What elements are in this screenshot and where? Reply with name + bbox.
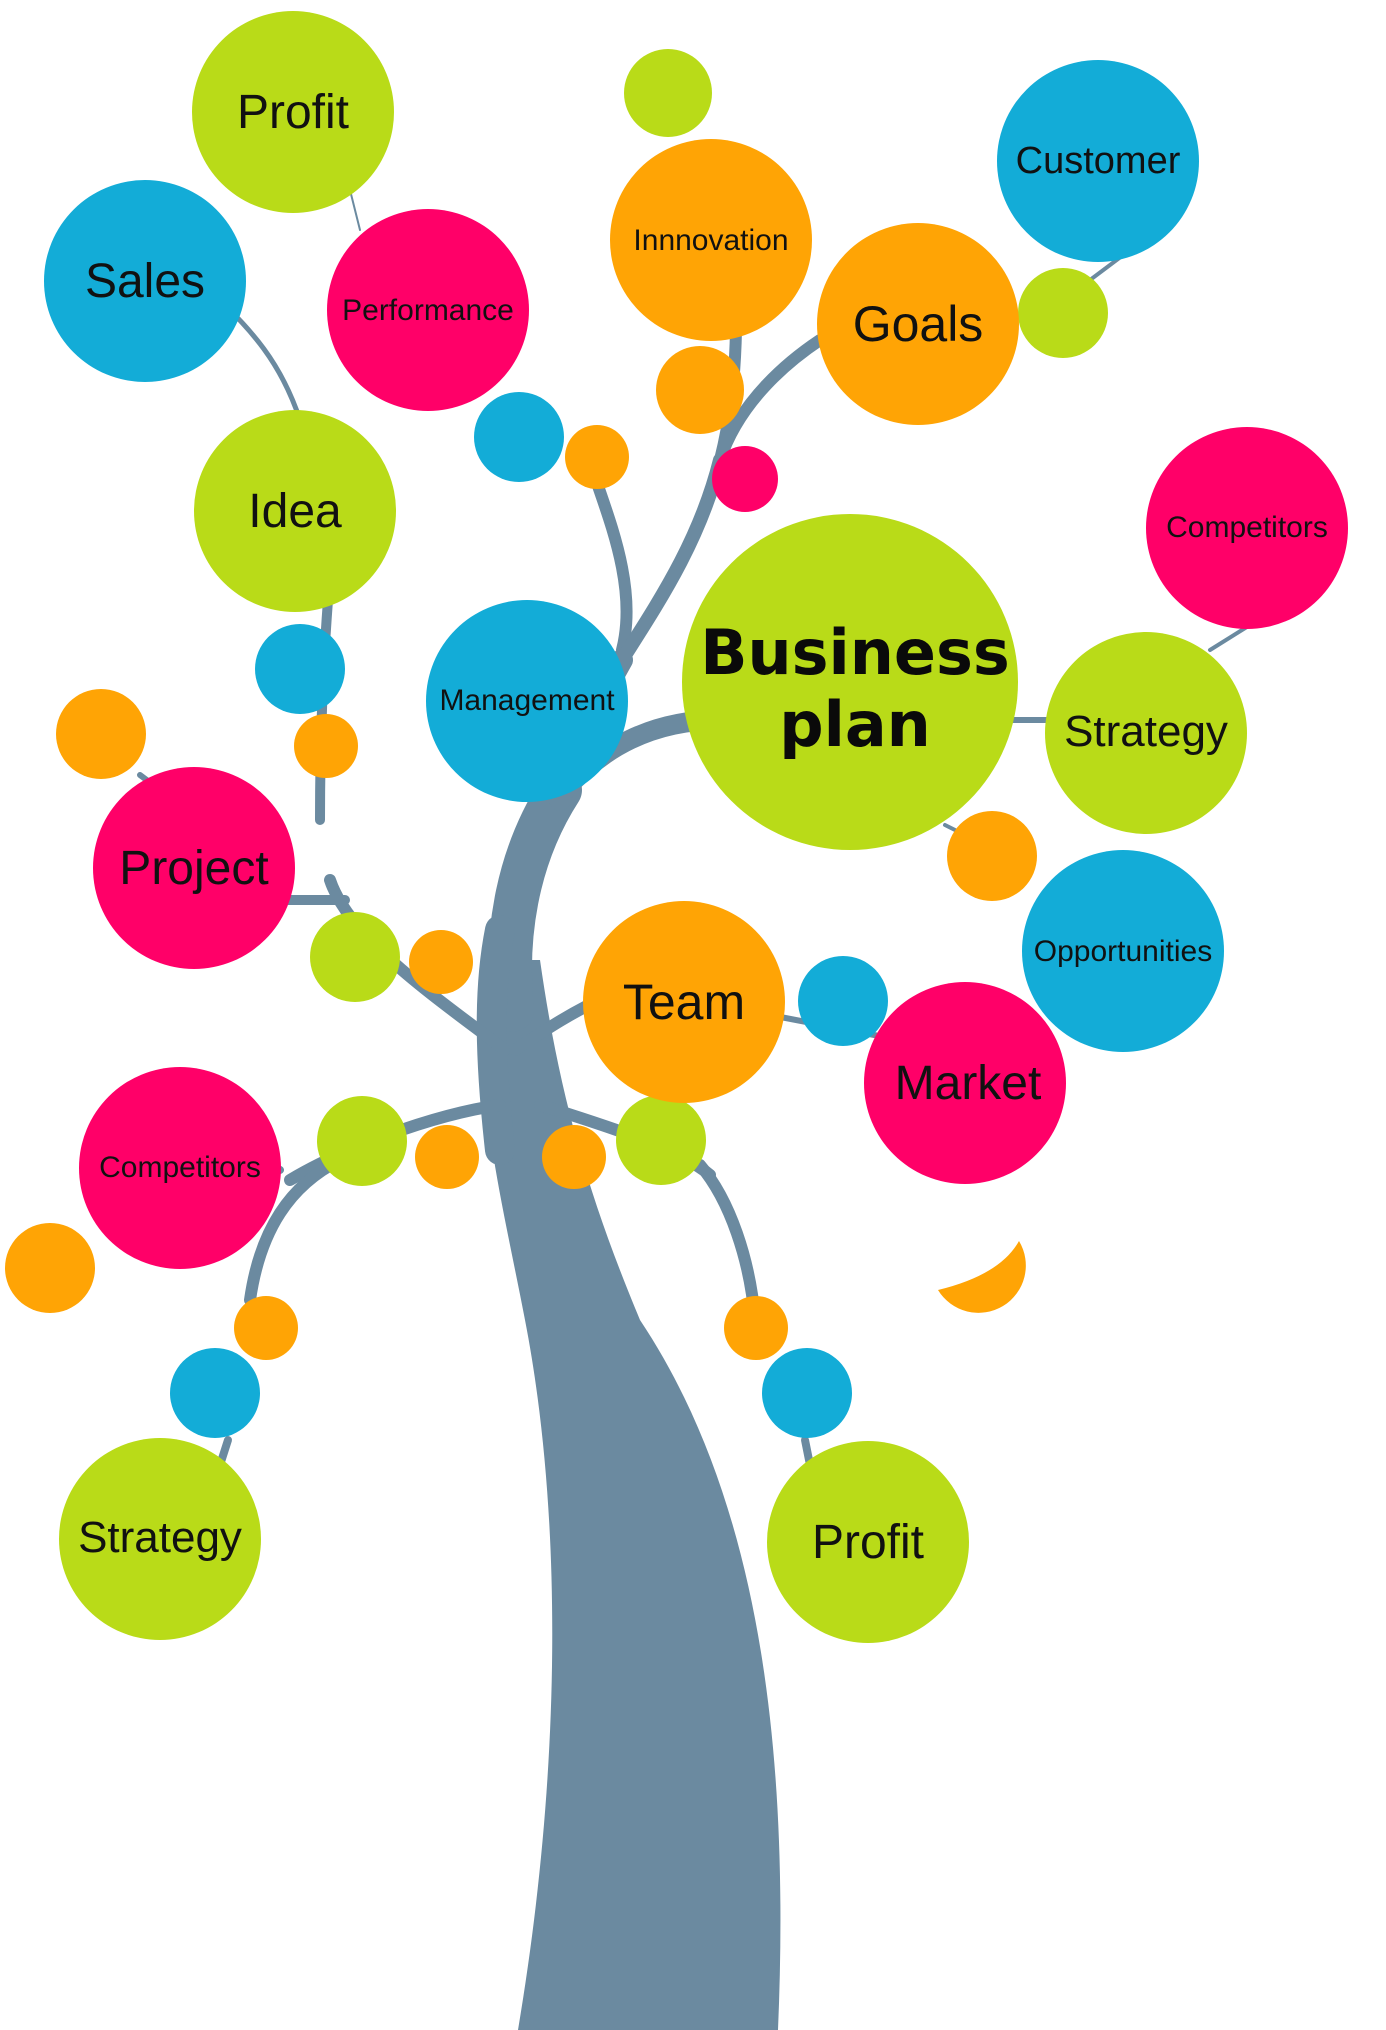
bubble-circle: [767, 1441, 969, 1643]
dot-blue: [798, 956, 888, 1046]
dot-green: [317, 1096, 407, 1186]
bubble-customer: Customer: [997, 60, 1199, 262]
bubble-innovation: Innnovation: [610, 139, 812, 341]
bubble-circle: [864, 982, 1066, 1184]
dot-orange: [724, 1296, 788, 1360]
bubble-project: Project: [93, 767, 295, 969]
bubble-circle: [1045, 632, 1247, 834]
bubble-goals: Goals: [817, 223, 1019, 425]
bubble-circle: [194, 410, 396, 612]
bubble-opportunities: Opportunities: [1022, 850, 1224, 1052]
bubble-circle: [426, 600, 628, 802]
bubble-idea: Idea: [194, 410, 396, 612]
bubble-label: Market: [895, 1057, 1042, 1110]
dot-green: [616, 1095, 706, 1185]
branch-upper-join: [615, 453, 727, 667]
bubble-competitors-left: Competitors: [79, 1067, 281, 1269]
dot-green: [1018, 268, 1108, 358]
dot-green: [310, 912, 400, 1002]
dot-orange: [409, 930, 473, 994]
bubble-circle: [327, 209, 529, 411]
dot-orange: [542, 1125, 606, 1189]
bubble-label: Goals: [853, 296, 984, 352]
bubble-circle: [44, 180, 246, 382]
bubble-profit-bottom: Profit: [767, 1441, 969, 1643]
dot-blue: [762, 1348, 852, 1438]
bubble-label: Sales: [85, 255, 205, 308]
bubble-label: Opportunities: [1034, 935, 1212, 968]
dot-pink: [712, 446, 778, 512]
branch-lower-right-down: [694, 1159, 761, 1326]
dot-orange: [56, 689, 146, 779]
tree-trunk: [482, 960, 781, 2030]
bubble-team: Team: [583, 901, 785, 1103]
bubble-circle: [997, 60, 1199, 262]
bubble-strategy-right: Strategy: [1045, 632, 1247, 834]
branch-to-competitors-right: [1208, 623, 1252, 652]
bubble-business-plan: Business plan: [682, 514, 1018, 850]
bubble-circle: [583, 901, 785, 1103]
labeled-bubbles: Profit Sales Performance Innnovation Cus…: [44, 11, 1348, 1643]
bubble-label: Team: [623, 974, 745, 1030]
dot-orange: [5, 1223, 95, 1313]
bubble-circle: [1146, 427, 1348, 629]
bubble-label: Management: [439, 684, 615, 717]
dot-orange: [234, 1296, 298, 1360]
bubble-competitors-right: Competitors: [1146, 427, 1348, 629]
bubble-profit-top: Profit: [192, 11, 394, 213]
bubble-circle: [93, 767, 295, 969]
dot-blue: [170, 1348, 260, 1438]
dot-blue: [255, 624, 345, 714]
bubble-management: Management: [426, 600, 628, 802]
decorative-dots: [5, 49, 1108, 1438]
bubble-label: Innnovation: [633, 224, 788, 257]
dot-green: [624, 49, 712, 137]
bubble-circle: [682, 514, 1018, 850]
bubble-circle: [817, 223, 1019, 425]
branch-to-profit-top: [349, 189, 361, 231]
bubble-circle: [79, 1067, 281, 1269]
bubble-label: Strategy: [78, 1513, 242, 1562]
dot-orange: [947, 811, 1037, 901]
bubble-label: Profit: [237, 86, 349, 139]
bubble-label-line2: plan: [779, 688, 931, 761]
bubble-performance: Performance: [327, 209, 529, 411]
dot-orange: [415, 1125, 479, 1189]
bubble-sales: Sales: [44, 180, 246, 382]
dot-blue: [474, 392, 564, 482]
bubble-label: Profit: [812, 1516, 924, 1569]
bubble-circle: [59, 1438, 261, 1640]
bubble-market: Market: [864, 982, 1066, 1184]
branch-to-opportunities: [943, 823, 957, 832]
trunk-lower-left-edge: [476, 915, 515, 1165]
bubble-label: Competitors: [99, 1151, 261, 1184]
bubble-label: Idea: [248, 485, 342, 538]
dot-orange: [656, 346, 744, 434]
bubble-circle: [1022, 850, 1224, 1052]
bubble-label: Strategy: [1064, 707, 1228, 756]
bubble-circle: [610, 139, 812, 341]
bubble-label: Customer: [1016, 140, 1181, 182]
bubble-label: Competitors: [1166, 511, 1328, 544]
bubble-label: Project: [119, 842, 268, 895]
bubble-label: Performance: [342, 294, 514, 327]
half-dot-orange: [938, 1241, 1026, 1313]
dot-orange: [565, 425, 629, 489]
dot-orange: [294, 714, 358, 778]
trunk-upper: [487, 768, 582, 1032]
branch-lower-left-down: [244, 1154, 346, 1306]
bubble-circle: [192, 11, 394, 213]
bubble-label-line1: Business: [700, 616, 1010, 689]
bubble-strategy-bottom: Strategy: [59, 1438, 261, 1640]
